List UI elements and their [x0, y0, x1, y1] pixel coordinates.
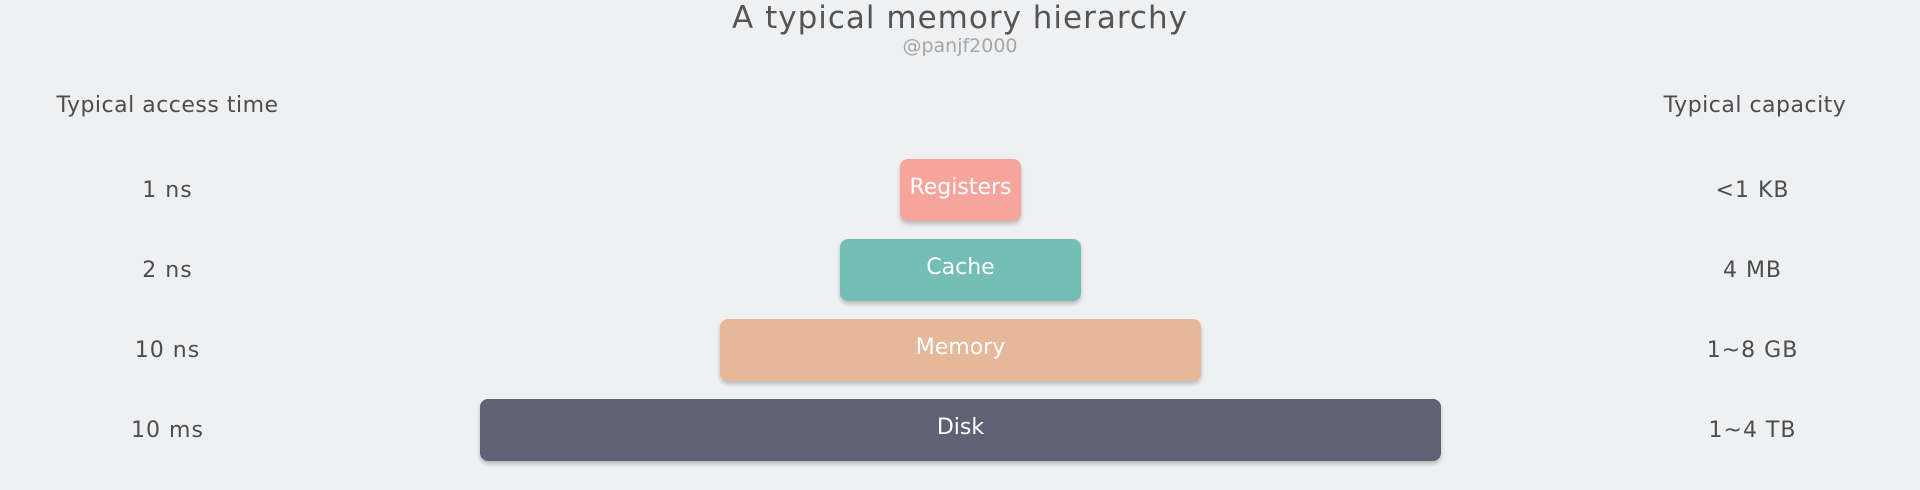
capacity-cache: 4 MB: [1722, 258, 1783, 283]
tier-cache: Cache: [840, 239, 1081, 301]
access-time-cache: 2 ns: [142, 258, 193, 283]
access-time-registers: 1 ns: [142, 178, 193, 203]
tier-memory: Memory: [720, 319, 1201, 381]
capacity-header: Typical capacity: [1663, 93, 1847, 118]
access-time-header: Typical access time: [56, 93, 279, 118]
tier-registers: Registers: [900, 159, 1021, 221]
capacity-memory: 1~8 GB: [1706, 338, 1799, 363]
capacity-disk: 1~4 TB: [1708, 418, 1797, 443]
tier-disk: Disk: [480, 399, 1441, 461]
author-handle: @panjf2000: [902, 35, 1018, 57]
diagram-title: A typical memory hierarchy: [732, 0, 1188, 36]
access-time-disk: 10 ms: [131, 418, 204, 443]
access-time-memory: 10 ns: [134, 338, 201, 363]
capacity-registers: <1 KB: [1715, 178, 1790, 203]
